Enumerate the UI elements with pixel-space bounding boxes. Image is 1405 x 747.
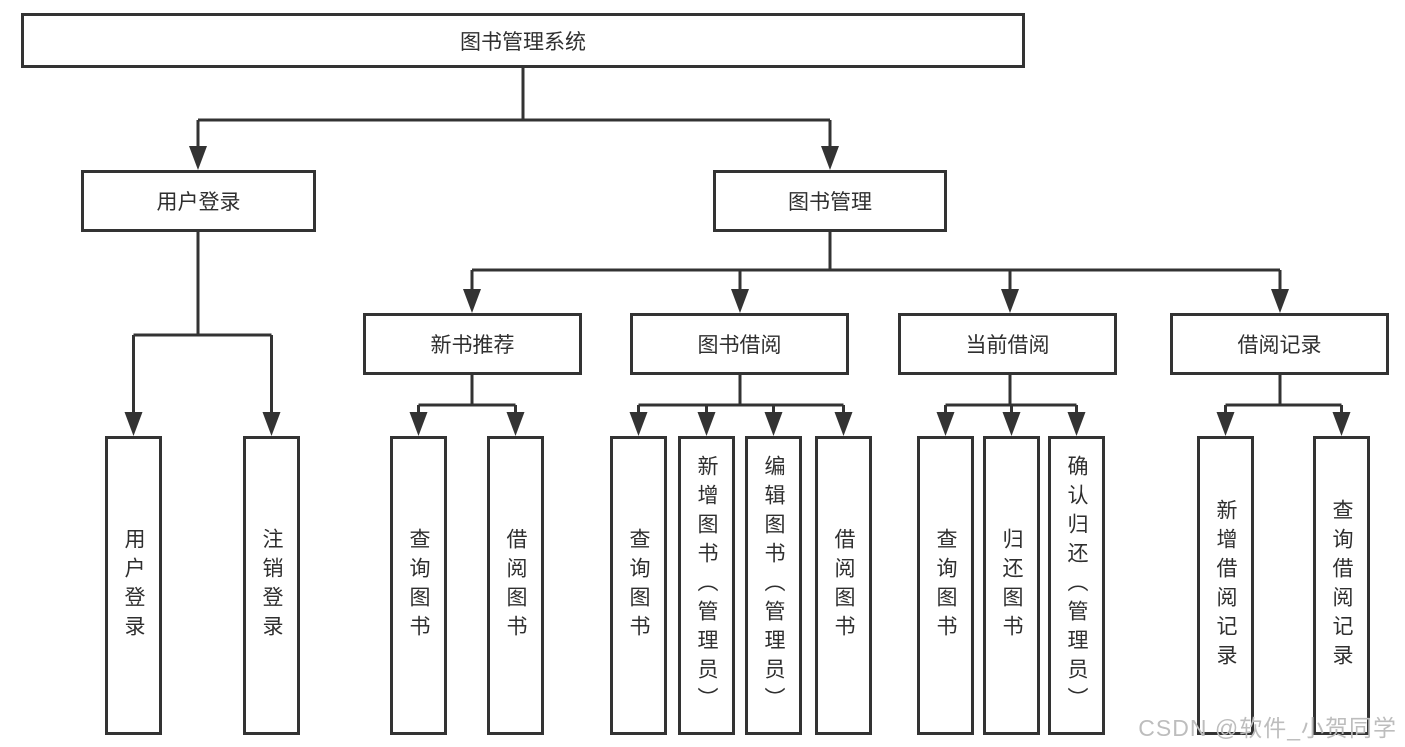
leaf-user-login: 用户登录 [105,436,162,735]
leaf-logout: 注销登录 [243,436,300,735]
leaf-borrow-edit-books-admin: 编辑图书（管理员） [745,436,802,735]
leaf-borrow-borrow-books: 借阅图书 [815,436,872,735]
leaf-current-query-books: 查询图书 [917,436,974,735]
csdn-watermark: CSDN @软件_小贺同学 [1138,715,1397,741]
node-user-login-branch: 用户登录 [81,170,316,232]
connector-paths [132,68,1343,414]
leaf-borrow-query-books: 查询图书 [610,436,667,735]
node-book-borrowing: 图书借阅 [630,313,849,375]
leaf-current-confirm-return-admin: 确认归还（管理员） [1048,436,1105,735]
leaf-current-return-books: 归还图书 [983,436,1040,735]
node-book-management-branch: 图书管理 [713,170,947,232]
leaf-recommend-borrow-books: 借阅图书 [487,436,544,735]
node-current-borrowing: 当前借阅 [898,313,1117,375]
node-new-book-recommendation: 新书推荐 [363,313,582,375]
leaf-recommend-query-books: 查询图书 [390,436,447,735]
leaf-records-add-record: 新增借阅记录 [1197,436,1254,735]
node-library-management-system: 图书管理系统 [21,13,1025,68]
node-borrowing-records: 借阅记录 [1170,313,1389,375]
leaf-records-query-record: 查询借阅记录 [1313,436,1370,735]
leaf-borrow-add-books-admin: 新增图书（管理员） [678,436,735,735]
arrowhead-icons [124,146,1351,436]
